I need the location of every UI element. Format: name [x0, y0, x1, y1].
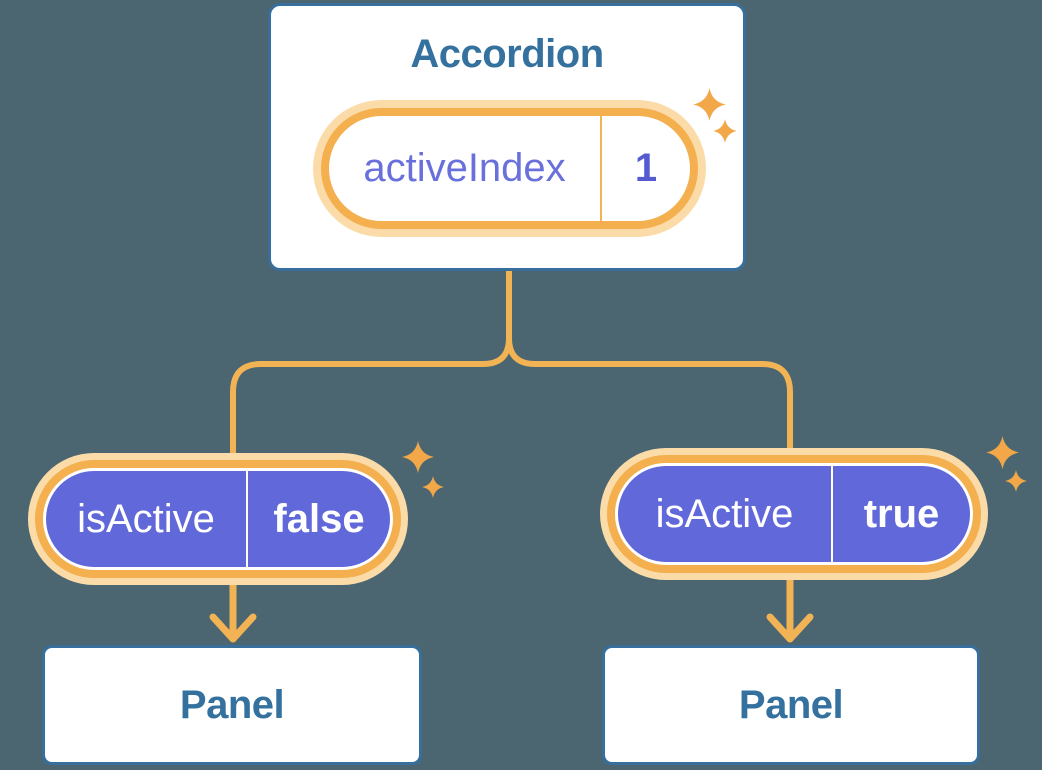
panel-title: Panel: [179, 682, 285, 727]
connector-trunk-left-branch: [230, 268, 512, 465]
state-pill-divider: [600, 116, 602, 221]
sparkle-small-icon: [1005, 470, 1027, 492]
prop-pill-divider: [246, 471, 248, 567]
prop-name-label: isActive: [655, 491, 794, 536]
connector-right-branch: [506, 335, 793, 461]
sparkle-large-icon: [402, 441, 434, 473]
accordion-title: Accordion: [410, 32, 604, 76]
sparkle-icon: [986, 436, 1036, 496]
arrow-left-head: [209, 613, 257, 643]
arrow-right-head: [766, 613, 814, 643]
prop-pill-isactive-true: isActive true: [615, 463, 973, 565]
panel-card-right: Panel: [602, 645, 980, 765]
state-name-label: activeIndex: [363, 146, 566, 190]
state-pill-activeindex: activeIndex 1: [321, 108, 698, 229]
prop-name-label: isActive: [77, 496, 215, 541]
prop-pill-isactive-false: isActive false: [43, 468, 393, 570]
sparkle-small-icon: [422, 476, 444, 498]
sparkle-icon: [402, 441, 452, 501]
prop-value-label: true: [863, 491, 940, 536]
prop-value-label: false: [273, 496, 365, 541]
sparkle-small-icon: [713, 119, 737, 143]
panel-title: Panel: [738, 682, 844, 727]
panel-card-left: Panel: [42, 645, 422, 765]
sparkle-large-icon: [986, 436, 1019, 469]
prop-pill-divider: [831, 466, 833, 562]
state-value-label: 1: [634, 146, 658, 190]
sparkle-icon: [693, 88, 743, 148]
sparkle-large-icon: [693, 88, 726, 121]
